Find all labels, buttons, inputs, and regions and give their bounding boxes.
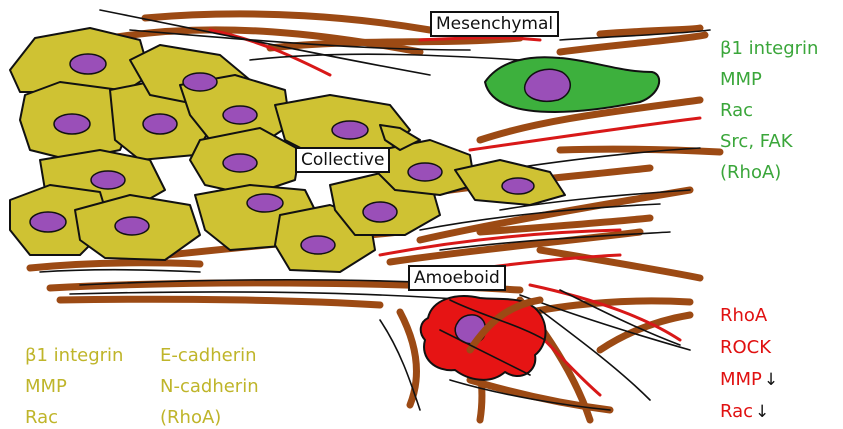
marker-text: RhoA: [720, 305, 767, 326]
nucleus: [223, 106, 257, 124]
collective-label: Collective: [295, 147, 390, 173]
nucleus: [223, 154, 257, 172]
marker-item: Rac: [25, 402, 123, 429]
marker-item: β1 integrin: [25, 340, 123, 371]
down-arrow-icon: ↓: [755, 402, 769, 422]
collective-marker-list-1: β1 integrin MMP Rac: [25, 340, 123, 429]
marker-item: RhoA: [720, 300, 778, 332]
marker-item: β1 integrin: [720, 33, 818, 64]
marker-item: MMP: [720, 64, 818, 95]
marker-item: N-cadherin: [160, 371, 259, 402]
nucleus: [183, 73, 217, 91]
collective-marker-list-2: E-cadherin N-cadherin (RhoA): [160, 340, 259, 429]
nucleus: [115, 217, 149, 235]
nucleus: [30, 212, 66, 232]
marker-text: ROCK: [720, 337, 771, 358]
marker-item: MMP: [25, 371, 123, 402]
marker-item: MMP↓: [720, 364, 778, 396]
marker-item: Rac↓: [720, 396, 778, 428]
nucleus: [332, 121, 368, 139]
marker-item: (RhoA): [720, 157, 818, 188]
mesenchymal-cell: [485, 57, 659, 112]
collective-cell-cluster: [10, 28, 565, 272]
mesenchymal-label: Mesenchymal: [430, 11, 559, 37]
nucleus: [301, 236, 335, 254]
nucleus: [247, 194, 283, 212]
mesenchymal-marker-list: β1 integrin MMP Rac Src, FAK (RhoA): [720, 33, 818, 188]
amoeboid-label: Amoeboid: [408, 265, 506, 291]
amoeboid-marker-list: RhoA ROCK MMP↓ Rac↓: [720, 300, 778, 428]
nucleus: [54, 114, 90, 134]
marker-item: (RhoA): [160, 402, 259, 429]
marker-item: Src, FAK: [720, 126, 818, 157]
marker-text: MMP: [720, 369, 762, 390]
marker-item: ROCK: [720, 332, 778, 364]
marker-text: Rac: [720, 401, 753, 422]
nucleus: [91, 171, 125, 189]
nucleus: [70, 54, 106, 74]
down-arrow-icon: ↓: [764, 370, 778, 390]
nucleus: [143, 114, 177, 134]
marker-item: E-cadherin: [160, 340, 259, 371]
nucleus: [363, 202, 397, 222]
marker-item: Rac: [720, 95, 818, 126]
nucleus: [408, 163, 442, 181]
nucleus: [502, 178, 534, 194]
